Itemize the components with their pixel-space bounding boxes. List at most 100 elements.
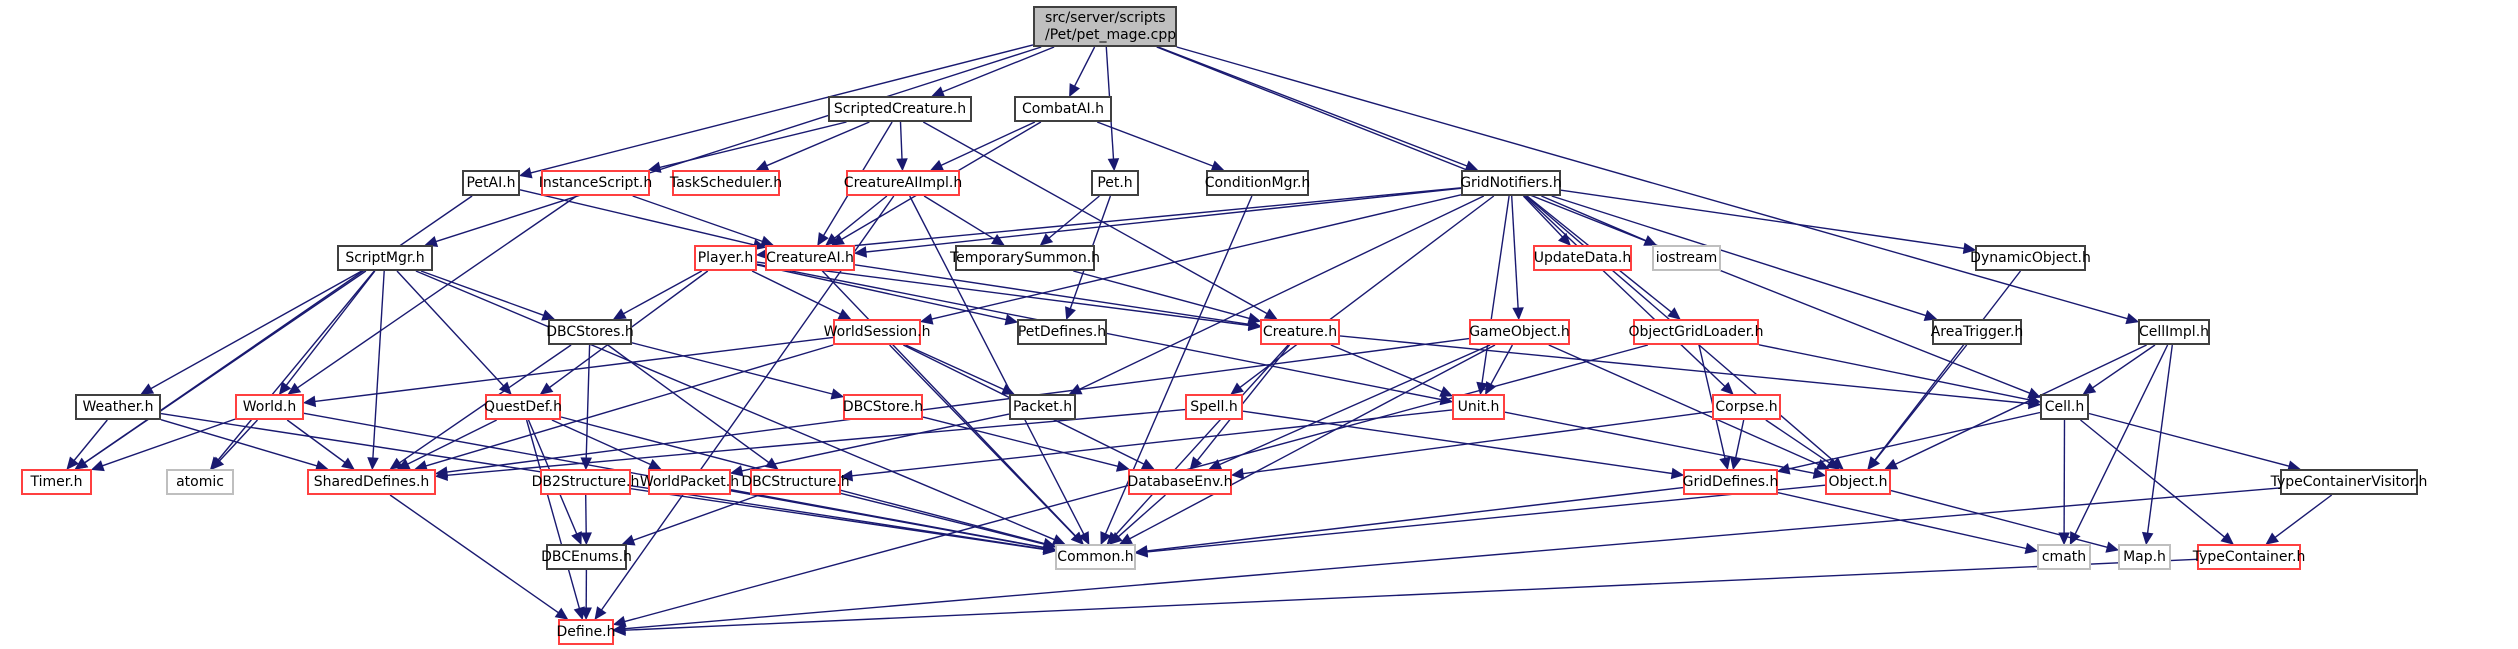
node-instance-script[interactable]: InstanceScript.h xyxy=(539,170,652,196)
node-pet-defines[interactable]: PetDefines.h xyxy=(1017,319,1107,345)
node-dbcstores[interactable]: DBCStores.h xyxy=(546,319,634,345)
node-dbcenums[interactable]: DBCEnums.h xyxy=(541,544,632,570)
node-type-container-visitor[interactable]: TypeContainerVisitor.h xyxy=(2271,469,2427,495)
node-area-trigger[interactable]: AreaTrigger.h xyxy=(1931,319,2023,345)
edge-cell-to-type-container-visitor xyxy=(2088,412,2290,467)
node-script-mgr[interactable]: ScriptMgr.h xyxy=(337,245,433,271)
node-db2-structure[interactable]: DB2Structure.h xyxy=(532,469,639,495)
node-label: Map.h xyxy=(2123,548,2166,565)
node-creature-aiimpl[interactable]: CreatureAIImpl.h xyxy=(844,170,962,196)
arrowhead-icon xyxy=(2220,532,2234,545)
arrowhead-icon xyxy=(554,607,569,620)
arrowhead-icon xyxy=(825,233,839,246)
node-dbcstructure[interactable]: DBCStructure.h xyxy=(741,469,850,495)
arrowhead-icon xyxy=(539,382,554,395)
edge-dbcstore-to-database-env xyxy=(922,416,1119,467)
node-define[interactable]: Define.h xyxy=(556,619,616,645)
edge-world-to-shared-defines xyxy=(286,419,346,464)
arrowhead-icon xyxy=(580,607,592,621)
node-task-scheduler[interactable]: TaskScheduler.h xyxy=(669,170,783,196)
edge-world-session-to-packet xyxy=(905,344,1005,391)
node-packet[interactable]: Packet.h xyxy=(1009,394,1076,420)
node-type-container[interactable]: TypeContainer.h xyxy=(2193,544,2305,570)
node-update-data[interactable]: UpdateData.h xyxy=(1533,245,1632,271)
edge-root-to-grid-notifiers xyxy=(1157,46,1468,167)
node-cmath: cmath xyxy=(2037,544,2091,570)
node-world[interactable]: World.h xyxy=(235,394,304,420)
arrowhead-icon xyxy=(571,531,582,546)
node-quest-def[interactable]: QuestDef.h xyxy=(484,394,562,420)
edge-script-mgr-to-world xyxy=(285,270,376,386)
node-unit[interactable]: Unit.h xyxy=(1452,394,1505,420)
node-label: DBCStores.h xyxy=(546,323,634,340)
edge-scripted-creature-to-instance-script xyxy=(659,121,847,169)
edge-weather-to-shared-defines xyxy=(160,419,318,467)
arrowhead-icon xyxy=(90,460,105,472)
node-game-object[interactable]: GameObject.h xyxy=(1469,319,1570,345)
edge-db2-structure-to-common xyxy=(630,488,1045,551)
node-cell-impl[interactable]: CellImpl.h xyxy=(2138,319,2210,345)
arrowhead-icon xyxy=(211,456,225,470)
arrowhead-icon xyxy=(612,308,627,320)
arrowhead-icon xyxy=(518,167,533,179)
edge-cell-impl-to-cell xyxy=(2092,344,2156,389)
edge-cell-to-grid-defines xyxy=(1788,411,2041,470)
node-label: Object.h xyxy=(1828,473,1888,490)
node-temporary-summon[interactable]: TemporarySummon.h xyxy=(950,245,1100,271)
node-combat-ai[interactable]: CombatAI.h xyxy=(1014,96,1112,122)
node-world-packet[interactable]: WorldPacket.h xyxy=(640,469,739,495)
edge-creature-to-database-env xyxy=(1196,344,1291,461)
node-object-grid-loader[interactable]: ObjectGridLoader.h xyxy=(1629,319,1763,345)
node-label: Creature.h xyxy=(1262,323,1338,340)
edge-grid-notifiers-to-game-object xyxy=(1511,195,1519,309)
arrowhead-icon xyxy=(1776,463,1791,475)
arrowhead-icon xyxy=(830,388,845,400)
node-grid-notifiers[interactable]: GridNotifiers.h xyxy=(1460,170,1562,196)
node-shared-defines[interactable]: SharedDefines.h xyxy=(307,469,436,495)
node-database-env[interactable]: DatabaseEnv.h xyxy=(1127,469,1233,495)
node-label: GridNotifiers.h xyxy=(1460,174,1562,191)
node-label: cmath xyxy=(2041,548,2087,565)
node-corpse[interactable]: Corpse.h xyxy=(1712,394,1781,420)
arrowhead-icon xyxy=(1667,307,1681,320)
node-label: iostream xyxy=(1655,249,1718,266)
arrowhead-icon xyxy=(1070,531,1084,545)
node-scripted-creature[interactable]: ScriptedCreature.h xyxy=(828,96,972,122)
arrowhead-icon xyxy=(1670,467,1685,480)
node-cell[interactable]: Cell.h xyxy=(2040,394,2089,420)
node-spell[interactable]: Spell.h xyxy=(1185,394,1243,420)
edge-creature-aiimpl-to-temporary-summon xyxy=(923,195,995,240)
node-dynamic-object[interactable]: DynamicObject.h xyxy=(1970,245,2091,271)
arrowhead-icon xyxy=(1719,456,1731,471)
edge-grid-notifiers-to-dynamic-object xyxy=(1560,189,1965,250)
edge-object-grid-loader-to-cell xyxy=(1758,344,2030,401)
node-dbcstore[interactable]: DBCStore.h xyxy=(843,394,923,420)
arrowhead-icon xyxy=(1039,233,1054,246)
edge-pet-ai-to-creature-ai xyxy=(519,189,755,246)
arrowhead-icon xyxy=(594,606,607,620)
edge-scripted-creature-to-creature xyxy=(922,121,1268,315)
edge-combat-ai-to-creature-aiimpl xyxy=(940,121,1036,167)
node-map: Map.h xyxy=(2118,544,2171,570)
node-label: ScriptedCreature.h xyxy=(833,100,967,117)
arrowhead-icon xyxy=(1078,531,1090,546)
arrowhead-icon xyxy=(367,457,379,471)
node-pet-ai[interactable]: PetAI.h xyxy=(462,170,520,196)
node-label: Weather.h xyxy=(82,398,154,415)
node-label: Timer.h xyxy=(30,473,83,490)
node-label: TaskScheduler.h xyxy=(669,174,783,191)
node-weather[interactable]: Weather.h xyxy=(75,394,161,420)
node-player[interactable]: Player.h xyxy=(694,245,757,271)
node-creature[interactable]: Creature.h xyxy=(1260,319,1340,345)
edge-instance-script-to-world xyxy=(297,195,577,389)
node-creature-ai[interactable]: CreatureAI.h xyxy=(765,245,855,271)
node-pet[interactable]: Pet.h xyxy=(1091,170,1139,196)
edge-root-to-combat-ai xyxy=(1073,46,1096,87)
node-object[interactable]: Object.h xyxy=(1825,469,1891,495)
node-label: TypeContainer.h xyxy=(2192,548,2306,565)
node-world-session[interactable]: WorldSession.h xyxy=(824,319,930,345)
node-condition-mgr[interactable]: ConditionMgr.h xyxy=(1205,170,1310,196)
node-timer[interactable]: Timer.h xyxy=(21,469,92,495)
node-label: Packet.h xyxy=(1012,398,1073,415)
node-grid-defines[interactable]: GridDefines.h xyxy=(1683,469,1778,495)
